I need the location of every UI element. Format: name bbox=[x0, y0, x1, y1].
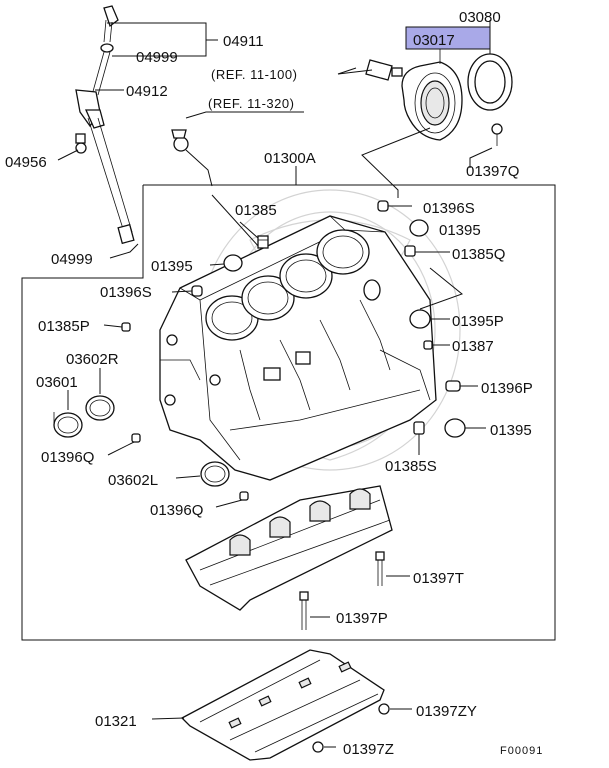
cylinder-block bbox=[159, 215, 437, 481]
plug-01395p bbox=[409, 309, 431, 329]
plug-01395-c bbox=[444, 418, 466, 438]
plug-01395-b bbox=[409, 219, 429, 237]
label-04999-bottom[interactable]: 04999 bbox=[51, 251, 93, 268]
label-01395-upper-right[interactable]: 01395 bbox=[439, 222, 481, 239]
dowel-01396p bbox=[445, 380, 461, 392]
bearing-03602r bbox=[85, 395, 115, 421]
label-01396q-center[interactable]: 01396Q bbox=[150, 502, 203, 519]
label-01396s-right[interactable]: 01396S bbox=[423, 200, 475, 217]
label-04956[interactable]: 04956 bbox=[5, 154, 47, 171]
label-01385q[interactable]: 01385Q bbox=[452, 246, 505, 263]
sealant-tube bbox=[365, 59, 403, 81]
label-01397p[interactable]: 01397P bbox=[336, 610, 388, 627]
bolt-01397t bbox=[375, 551, 385, 586]
label-04911[interactable]: 04911 bbox=[223, 33, 264, 50]
label-01396p[interactable]: 01396P bbox=[481, 380, 533, 397]
label-01300a[interactable]: 01300A bbox=[264, 150, 316, 167]
dowel-01396q-b bbox=[239, 491, 249, 501]
label-04999-top[interactable]: 04999 bbox=[136, 49, 178, 66]
label-01397zy[interactable]: 01397ZY bbox=[416, 703, 477, 720]
plug-01385q bbox=[404, 245, 416, 257]
label-03017[interactable]: 03017 bbox=[413, 32, 455, 49]
bearing-03601 bbox=[53, 412, 83, 438]
label-01395-left[interactable]: 01395 bbox=[151, 258, 193, 275]
label-01385s[interactable]: 01385S bbox=[385, 458, 437, 475]
dowel-01396q-a bbox=[131, 433, 141, 443]
bearing-03602l bbox=[200, 461, 230, 487]
oil-pan-01321 bbox=[180, 649, 385, 761]
dowel-01396s-a bbox=[191, 285, 203, 297]
label-01385[interactable]: 01385 bbox=[235, 202, 277, 219]
ref-11-320[interactable]: (REF. 11-320) bbox=[208, 96, 294, 111]
oil-dipstick bbox=[75, 5, 135, 245]
figure-code: F00091 bbox=[500, 745, 543, 757]
label-01397z[interactable]: 01397Z bbox=[343, 741, 394, 758]
plug-01385s bbox=[413, 421, 425, 435]
label-03602l[interactable]: 03602L bbox=[108, 472, 158, 489]
bolt-01397p bbox=[299, 591, 309, 630]
label-01321[interactable]: 01321 bbox=[95, 713, 137, 730]
bearing-ladder-frame bbox=[185, 485, 393, 611]
block-frame bbox=[21, 184, 556, 641]
label-01395p[interactable]: 01395P bbox=[452, 313, 504, 330]
sensor-part bbox=[171, 129, 189, 152]
label-01385p[interactable]: 01385P bbox=[38, 318, 90, 335]
label-01395-lower-right[interactable]: 01395 bbox=[490, 422, 532, 439]
bolt-01397q bbox=[491, 123, 503, 146]
label-03080[interactable]: 03080 bbox=[459, 9, 501, 26]
plug-01395-a bbox=[223, 254, 243, 272]
label-01397q[interactable]: 01397Q bbox=[466, 163, 519, 180]
pin-01387 bbox=[423, 340, 433, 350]
ref-11-100[interactable]: (REF. 11-100) bbox=[211, 67, 297, 82]
label-01396q-left[interactable]: 01396Q bbox=[41, 449, 94, 466]
plug-01385 bbox=[257, 235, 269, 249]
pin-01385p bbox=[121, 322, 131, 332]
oil-seal-ring bbox=[467, 53, 513, 111]
dowel-01396s-b bbox=[377, 200, 389, 212]
highlighted-part-box bbox=[405, 26, 491, 50]
label-04912[interactable]: 04912 bbox=[126, 83, 168, 100]
bolt-01397z bbox=[312, 741, 324, 753]
label-01396s-left[interactable]: 01396S bbox=[100, 284, 152, 301]
label-03601[interactable]: 03601 bbox=[36, 374, 78, 391]
label-03602r[interactable]: 03602R bbox=[66, 351, 119, 368]
oil-seal-case bbox=[401, 48, 463, 141]
bolt-04956 bbox=[75, 133, 87, 154]
label-01397t[interactable]: 01397T bbox=[413, 570, 464, 587]
label-01387[interactable]: 01387 bbox=[452, 338, 494, 355]
bolt-01397zy bbox=[378, 703, 390, 715]
